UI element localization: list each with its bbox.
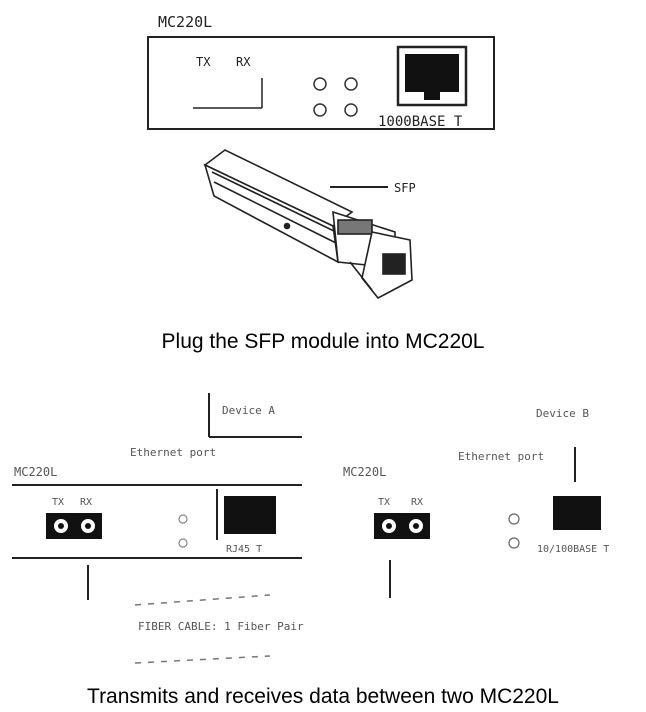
rx-label-a: RX [80, 497, 92, 508]
sfp-label: SFP [394, 181, 416, 195]
tx-label-b: TX [378, 497, 390, 508]
fiber-upper-line [134, 594, 271, 606]
rj45-port-b [553, 496, 601, 530]
tx-label-a: TX [52, 497, 64, 508]
fiber-cable-label: FIBER CABLE: 1 Fiber Pair [138, 620, 304, 633]
caption-bottom: Transmits and receives data between two … [87, 685, 559, 708]
led-indicators-a [178, 514, 188, 548]
led-indicators [313, 77, 358, 117]
device-b-label: Device B [536, 407, 589, 420]
ethernet-port-label-a: Ethernet port [130, 446, 216, 459]
device-a-label: Device A [222, 404, 275, 417]
port-label-b: 10/100BASE T [537, 544, 609, 555]
mc220l-panel [147, 36, 495, 130]
mc220l-title: MC220L [158, 13, 212, 31]
tx-label: TX [196, 55, 211, 69]
rj45-port-a [216, 489, 276, 540]
caption-top: Plug the SFP module into MC220L [161, 330, 485, 353]
rx-label-b: RX [411, 497, 423, 508]
port-label: 1000BASE T [378, 114, 463, 130]
fiber-connector-b [374, 513, 430, 539]
fiber-connector-a [46, 513, 102, 539]
port-label-a: RJ45 T [226, 544, 262, 555]
rj45-port [396, 45, 468, 107]
rx-label: RX [236, 55, 251, 69]
mc220l-left-title: MC220L [14, 465, 57, 479]
sfp-slot [193, 78, 263, 109]
led-indicators-b [508, 513, 520, 549]
sfp-module [203, 149, 413, 300]
device-a-box [208, 393, 302, 438]
mc220l-right-title: MC220L [343, 465, 386, 479]
ethernet-port-label-b: Ethernet port [458, 450, 544, 463]
fiber-lower-line [134, 655, 271, 664]
